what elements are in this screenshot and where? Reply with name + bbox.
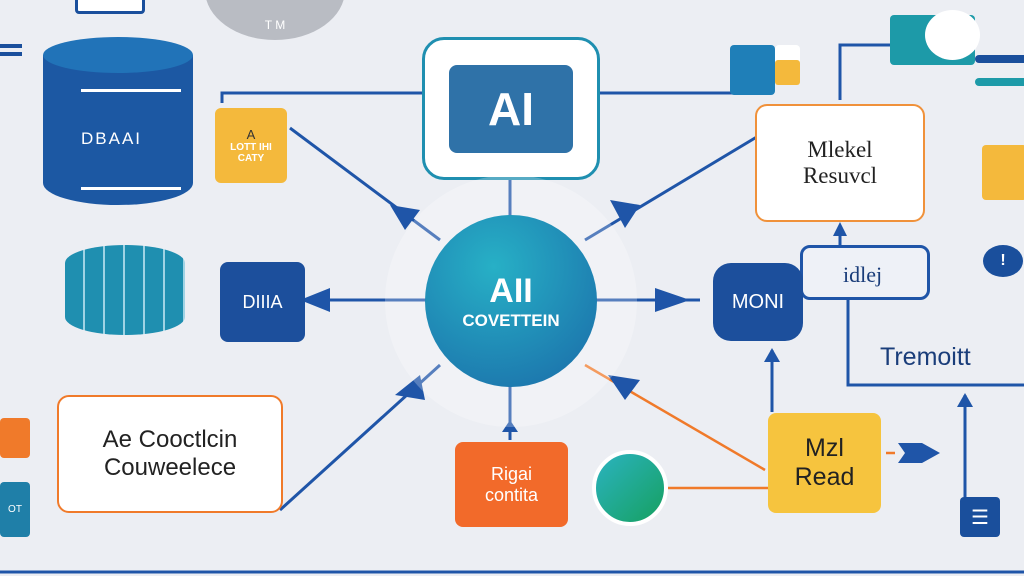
- data-box-label: DIIIA: [242, 291, 283, 312]
- arrowhead: [957, 393, 973, 407]
- folder-icon: [730, 45, 800, 97]
- mail-read-line1: Mzl: [805, 434, 844, 462]
- top-badge-text: T M: [264, 18, 286, 32]
- left-note-line1: Ae Cooctlcin: [102, 426, 238, 453]
- arrowhead: [390, 205, 420, 230]
- alert-icon: !: [983, 245, 1023, 277]
- arrowhead: [610, 200, 640, 228]
- model-result-card[interactable]: Mlekel Resuvcl: [755, 104, 925, 222]
- center-title: AII: [489, 271, 533, 310]
- connector: [846, 300, 1024, 387]
- small-card-line1: LOTT IHI: [230, 142, 272, 153]
- window-icon: [75, 0, 145, 14]
- small-card-letter: A: [246, 127, 256, 142]
- model-box[interactable]: MONI: [713, 263, 803, 341]
- list-icon[interactable]: ☰: [960, 497, 1000, 537]
- arrowhead: [655, 288, 690, 312]
- small-card[interactable]: A LOTT IHI CATY: [215, 108, 287, 183]
- arrowhead: [300, 288, 330, 312]
- grid-database-icon: [65, 245, 185, 335]
- ai-header-label: AI: [488, 82, 534, 135]
- connector: [584, 133, 761, 242]
- mail-read-line2: Read: [794, 463, 855, 491]
- center-node[interactable]: AII COVETTEIN: [425, 215, 597, 387]
- center-subtitle: COVETTEIN: [462, 310, 560, 330]
- arrowhead: [833, 222, 847, 236]
- orange-tab-icon: [0, 418, 30, 458]
- arrowhead: [608, 375, 640, 400]
- bottom-box-line2: contita: [484, 484, 539, 505]
- arrowhead: [395, 375, 425, 400]
- small-card-line2: CATY: [237, 153, 265, 164]
- bottom-box-line1: Rigai: [490, 463, 533, 484]
- database-icon: DBAAI: [43, 37, 193, 217]
- connector: [220, 91, 422, 103]
- treatment-label: Tremoitt: [880, 343, 971, 371]
- left-note-line2: Couweelece: [103, 454, 237, 481]
- arrowhead: [898, 443, 940, 463]
- cloud-icon: [925, 10, 980, 60]
- arrowhead: [502, 420, 518, 432]
- left-badge-text: OT: [8, 504, 22, 515]
- bar-icon: [975, 78, 1024, 86]
- bottom-box[interactable]: Rigai contita: [455, 442, 568, 527]
- left-badge: OT: [0, 482, 30, 537]
- mail-icon: [982, 145, 1024, 200]
- bar-icon: [975, 55, 1024, 63]
- connector: [289, 126, 441, 242]
- data-box[interactable]: DIIIA: [220, 262, 305, 342]
- connector: [838, 43, 900, 100]
- menu-icon: [0, 44, 22, 48]
- left-note-card[interactable]: Ae Cooctlcin Couweelece: [57, 395, 283, 513]
- ai-header-chip: AI: [449, 64, 573, 153]
- model-result-line2: Resuvcl: [802, 163, 878, 188]
- label-box-text: idlej: [843, 262, 883, 287]
- ai-header-card[interactable]: AI: [422, 37, 600, 180]
- model-result-line1: Mlekel: [807, 137, 873, 162]
- database-label: DBAAI: [81, 129, 143, 148]
- label-box[interactable]: idlej: [800, 245, 930, 300]
- model-box-label: MONI: [731, 290, 785, 313]
- arrowhead: [764, 348, 780, 362]
- mail-read-card[interactable]: Mzl Read: [768, 413, 881, 513]
- refresh-icon[interactable]: [592, 450, 668, 526]
